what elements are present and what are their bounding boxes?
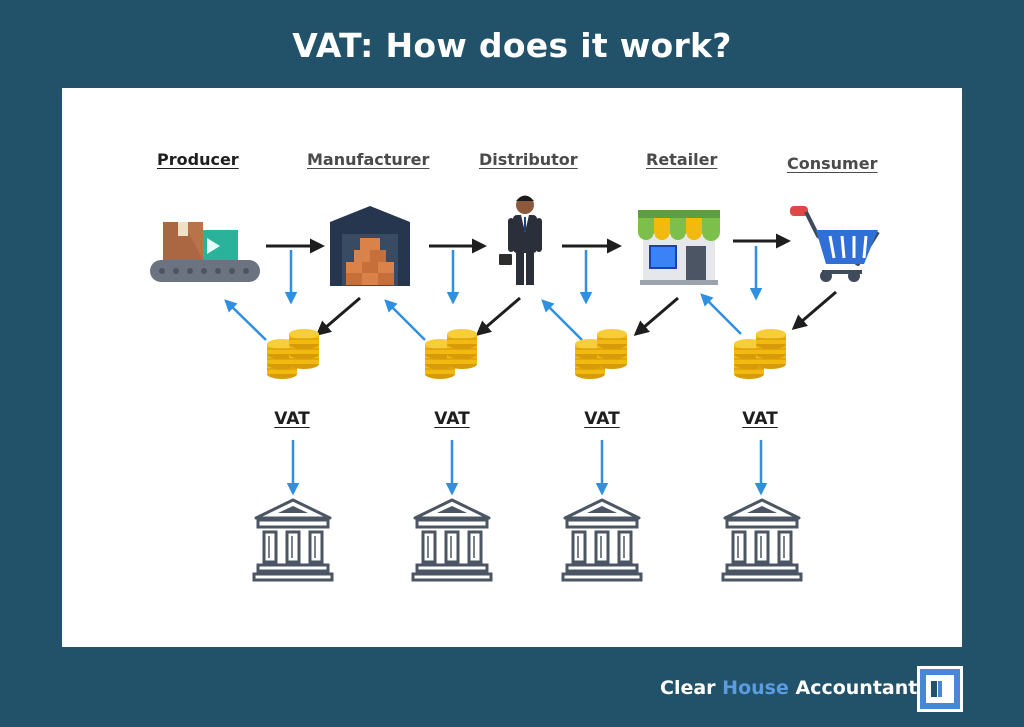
stage-label-manufacturer: Manufacturer	[307, 150, 430, 169]
coins-icon	[266, 328, 320, 380]
businessman-icon	[499, 195, 542, 285]
vat-to-government-arrows	[286, 440, 768, 496]
government-bank-icon	[721, 498, 803, 582]
stage-label-producer: Producer	[157, 150, 239, 169]
payment-arrow	[633, 296, 679, 336]
coins-icon	[424, 328, 478, 380]
payment-arrow	[315, 296, 361, 336]
brand-logo-icon	[917, 666, 963, 712]
vat-label: VAT	[584, 409, 620, 429]
government-bank-icon	[411, 498, 493, 582]
blue-up-arrow	[541, 299, 583, 341]
brand-name: Clear House Accountants	[660, 677, 929, 699]
stage-label-consumer: Consumer	[787, 154, 878, 173]
government-bank-icon	[561, 498, 643, 582]
goods-flow-arrows	[266, 233, 791, 254]
conveyor-boxes-icon	[150, 222, 260, 282]
shopping-cart-icon	[790, 206, 880, 282]
brand-word-clear: Clear	[660, 677, 716, 699]
blue-up-arrow	[384, 299, 426, 341]
stage-label-distributor: Distributor	[479, 150, 578, 169]
warehouse-icon	[330, 206, 410, 286]
coins-icon	[733, 328, 787, 380]
government-bank-icon	[252, 498, 334, 582]
page-title: VAT: How does it work?	[292, 26, 732, 65]
brand-word-house: House	[722, 677, 789, 699]
diagram-panel	[62, 88, 962, 647]
coins-icon	[574, 328, 628, 380]
blue-up-arrow	[700, 293, 742, 335]
blue-up-arrow	[224, 299, 267, 341]
reclaim-arrows	[224, 293, 742, 341]
shop-icon	[638, 210, 720, 285]
payment-arrow	[791, 290, 837, 330]
payment-arrow	[475, 296, 521, 336]
brand-word-accountants: Accountants	[795, 677, 929, 699]
vat-label: VAT	[274, 409, 310, 429]
vat-label: VAT	[742, 409, 778, 429]
payment-arrows	[315, 290, 837, 336]
vat-label: VAT	[434, 409, 470, 429]
stage-label-retailer: Retailer	[646, 150, 718, 169]
vat-charge-arrows	[284, 246, 763, 305]
